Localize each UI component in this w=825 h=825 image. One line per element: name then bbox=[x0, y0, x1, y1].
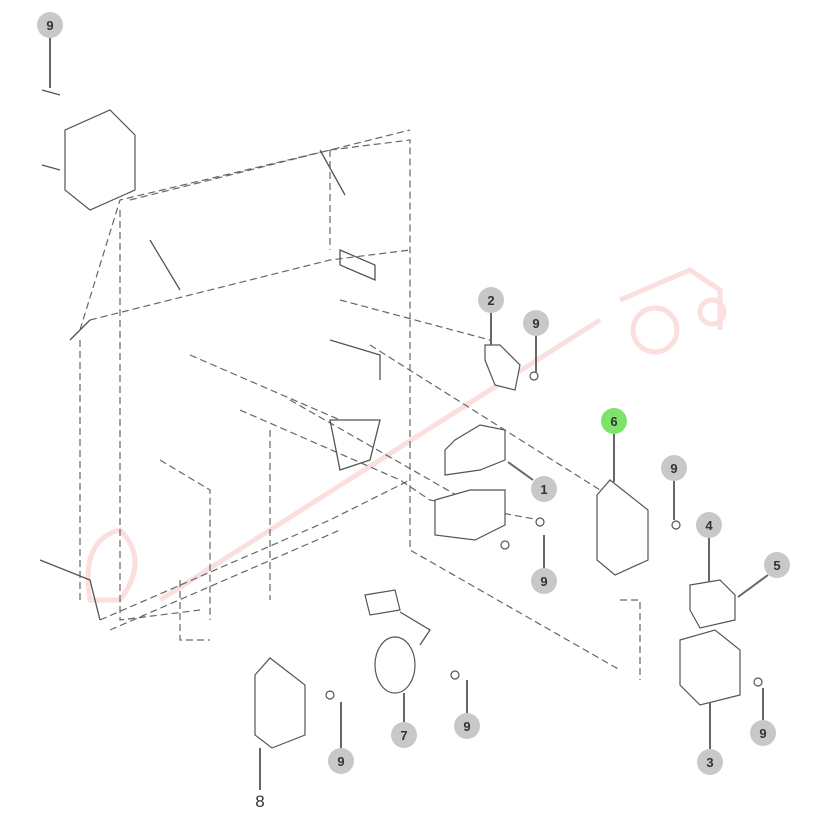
callout-9[interactable]: 9 bbox=[531, 568, 557, 594]
callout-5[interactable]: 5 bbox=[764, 552, 790, 578]
callout-4[interactable]: 4 bbox=[696, 512, 722, 538]
leader-lines bbox=[49, 38, 769, 790]
part-1-relays bbox=[434, 424, 545, 550]
part-4-5-3-relay-socket bbox=[679, 579, 763, 706]
frame bbox=[39, 129, 641, 680]
callout-9[interactable]: 9 bbox=[750, 720, 776, 746]
callout-9[interactable]: 9 bbox=[454, 713, 480, 739]
part-7-horn bbox=[364, 589, 460, 694]
callout-9[interactable]: 9 bbox=[37, 12, 63, 38]
callout-8[interactable]: 8 bbox=[255, 792, 265, 811]
part-8-module bbox=[254, 657, 335, 749]
callout-2[interactable]: 2 bbox=[478, 287, 504, 313]
callout-6-highlighted[interactable]: 6 bbox=[601, 408, 627, 434]
module-top-left bbox=[41, 89, 136, 211]
callout-1[interactable]: 1 bbox=[531, 476, 557, 502]
part-2-bracket bbox=[484, 344, 539, 391]
callout-9[interactable]: 9 bbox=[661, 455, 687, 481]
part-6-module bbox=[596, 479, 681, 576]
callout-3[interactable]: 3 bbox=[697, 749, 723, 775]
callout-7[interactable]: 7 bbox=[391, 722, 417, 748]
callout-9[interactable]: 9 bbox=[328, 748, 354, 774]
callout-9[interactable]: 9 bbox=[523, 310, 549, 336]
watermark bbox=[85, 267, 727, 603]
